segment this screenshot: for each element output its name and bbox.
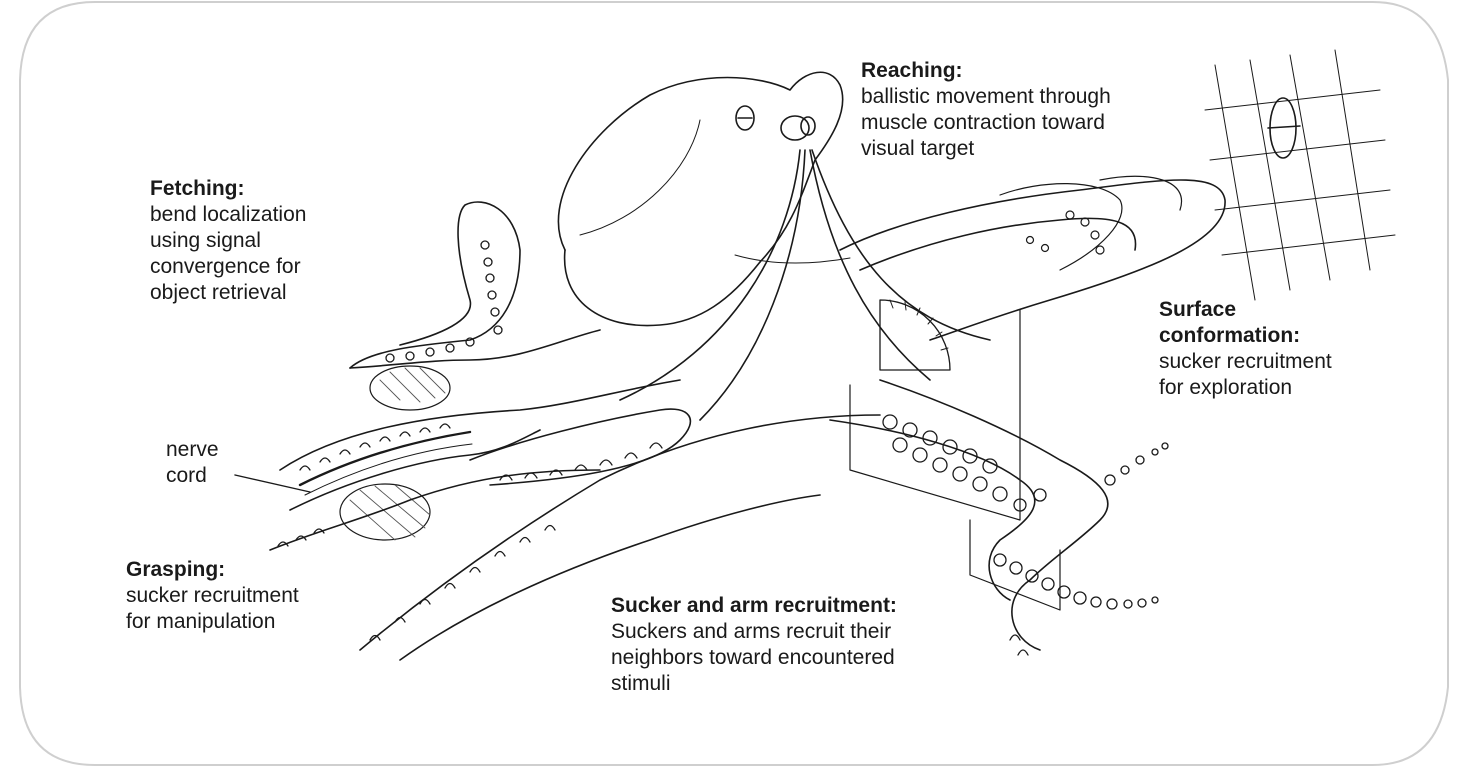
label-grasping-title: Grasping: bbox=[126, 557, 299, 583]
label-surface-line: for exploration bbox=[1159, 375, 1332, 401]
nerve-cord-pointer bbox=[235, 475, 310, 492]
label-fetching-line: convergence for bbox=[150, 254, 306, 280]
label-grasping: Grasping: sucker recruitment for manipul… bbox=[126, 557, 299, 635]
label-surface-conformation: Surface conformation: sucker recruitment… bbox=[1159, 297, 1332, 401]
label-grasping-line: for manipulation bbox=[126, 609, 299, 635]
label-reaching: Reaching: ballistic movement through mus… bbox=[861, 58, 1111, 162]
central-arm-bundle bbox=[620, 150, 990, 420]
label-fetching: Fetching: bend localization using signal… bbox=[150, 176, 306, 306]
label-surface-line: sucker recruitment bbox=[1159, 349, 1332, 375]
label-sucker-arm-recruitment: Sucker and arm recruitment: Suckers and … bbox=[611, 593, 897, 697]
label-nerve-line: nerve bbox=[166, 437, 219, 463]
label-reaching-line: muscle contraction toward bbox=[861, 110, 1111, 136]
label-nerve-line: cord bbox=[166, 463, 219, 489]
label-sucker-line: stimuli bbox=[611, 671, 897, 697]
label-sucker-line: neighbors toward encountered bbox=[611, 645, 897, 671]
octopus-eyes bbox=[736, 106, 815, 140]
label-fetching-title: Fetching: bbox=[150, 176, 306, 202]
label-fetching-line: bend localization bbox=[150, 202, 306, 228]
label-fetching-line: using signal bbox=[150, 228, 306, 254]
label-surface-title: Surface bbox=[1159, 297, 1332, 323]
label-grasping-line: sucker recruitment bbox=[126, 583, 299, 609]
label-nerve-cord: nerve cord bbox=[166, 437, 219, 489]
label-surface-title: conformation: bbox=[1159, 323, 1332, 349]
label-reaching-line: ballistic movement through bbox=[861, 84, 1111, 110]
fetching-arm bbox=[350, 202, 600, 410]
label-reaching-title: Reaching: bbox=[861, 58, 1111, 84]
target-grid bbox=[1205, 50, 1395, 300]
label-reaching-line: visual target bbox=[861, 136, 1111, 162]
label-sucker-line: Suckers and arms recruit their bbox=[611, 619, 897, 645]
grasping-arm bbox=[270, 380, 680, 550]
label-sucker-title: Sucker and arm recruitment: bbox=[611, 593, 897, 619]
label-fetching-line: object retrieval bbox=[150, 280, 306, 306]
